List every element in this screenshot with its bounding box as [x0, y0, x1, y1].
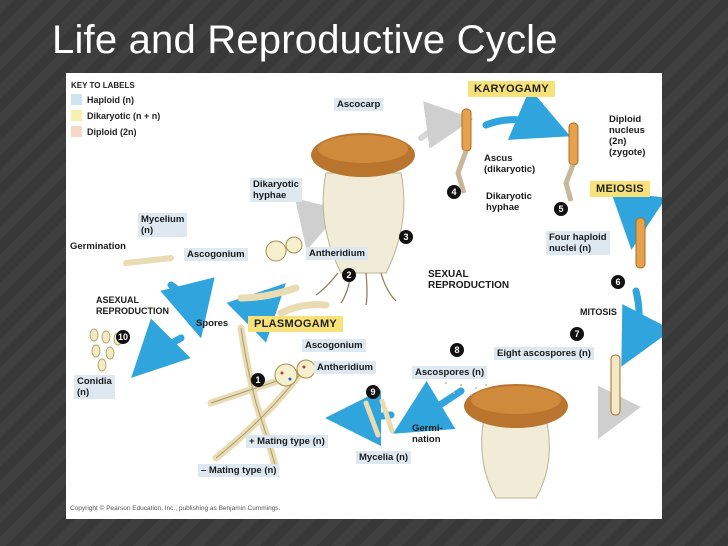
label-four-haploid-nuclei: Four haploid nuclei (n)	[546, 231, 610, 255]
step-marker-3: 3	[399, 230, 413, 244]
label-ascus: Ascus (dikaryotic)	[484, 153, 536, 175]
cycle-arrows	[131, 88, 662, 446]
stage-karyogamy: KARYOGAMY	[468, 81, 556, 97]
key-title: KEY TO LABELS	[71, 81, 135, 90]
key-swatch-diploid	[71, 126, 82, 137]
step-marker-9: 9	[366, 385, 380, 399]
label-mycelium: Mycelium (n)	[138, 213, 188, 237]
label-dikaryotic-hyphae-right: Dikaryotic hyphae	[486, 191, 532, 213]
ascogonium-cluster-bottom	[274, 359, 316, 387]
life-cycle-illustration	[89, 88, 662, 499]
key-label-diploid: Diploid (2n)	[87, 126, 137, 137]
key-label-dikaryotic: Dikaryotic (n + n)	[87, 110, 161, 121]
ascogonium-cluster-top	[265, 236, 303, 262]
step-marker-8: 8	[450, 343, 464, 357]
stage-sexual-reproduction: SEXUAL REPRODUCTION	[428, 269, 510, 291]
label-dikaryotic-hyphae-top: Dikaryotic hyphae	[250, 178, 302, 202]
label-antheridium-bottom: Antheridium	[314, 361, 376, 374]
label-ascogonium-top: Ascogonium	[184, 248, 248, 261]
key-to-labels: KEY TO LABELS Haploid (n) Dikaryotic (n …	[71, 81, 160, 142]
label-ascogonium-bottom: Ascogonium	[302, 339, 366, 352]
mycelia-small	[363, 398, 395, 438]
step-marker-5: 5	[554, 202, 568, 216]
stage-meiosis: MEIOSIS	[590, 181, 650, 197]
label-germination: Germination	[70, 241, 126, 252]
key-item-diploid: Diploid (2n)	[71, 126, 160, 137]
label-eight-ascospores: Eight ascospores (n)	[494, 347, 594, 360]
step-marker-7: 7	[570, 327, 584, 341]
label-ascospores: Ascospores (n)	[412, 366, 488, 379]
germination-hyphae	[123, 255, 174, 266]
label-diploid-nucleus: Diploid nucleus (2n) (zygote)	[606, 113, 649, 159]
label-mycelia: Mycelia (n)	[356, 451, 412, 464]
step-marker-6: 6	[611, 275, 625, 289]
label-ascocarp: Ascocarp	[334, 98, 384, 111]
slide-title: Life and Reproductive Cycle	[52, 18, 558, 62]
ascocarp-top-illustration	[311, 133, 415, 306]
label-mitosis: MITOSIS	[580, 307, 617, 317]
key-swatch-dikaryotic	[71, 110, 82, 121]
ascocarp-bottom-illustration	[464, 384, 568, 499]
label-germination-bottom: Germi- nation	[412, 423, 443, 445]
asci-illustration	[455, 108, 646, 416]
key-swatch-haploid	[71, 94, 82, 105]
key-item-dikaryotic: Dikaryotic (n + n)	[71, 110, 160, 121]
key-label-haploid: Haploid (n)	[87, 94, 134, 105]
step-marker-10: 10	[116, 330, 130, 344]
label-antheridium-top: Antheridium	[306, 247, 368, 260]
label-mating-minus: – Mating type (n)	[198, 464, 280, 477]
copyright-notice: Copyright © Pearson Education, Inc., pub…	[70, 505, 281, 512]
label-spores: Spores	[196, 318, 229, 329]
label-mating-plus: + Mating type (n)	[246, 435, 328, 448]
life-cycle-diagram-panel: KEY TO LABELS Haploid (n) Dikaryotic (n …	[66, 73, 662, 519]
stage-plasmogamy: PLASMOGAMY	[248, 316, 344, 332]
stage-asexual-reproduction: ASEXUAL REPRODUCTION	[96, 295, 170, 316]
step-marker-4: 4	[447, 185, 461, 199]
key-item-haploid: Haploid (n)	[71, 94, 160, 105]
step-marker-2: 2	[342, 268, 356, 282]
step-marker-1: 1	[251, 373, 265, 387]
label-conidia: Conidia (n)	[74, 375, 115, 399]
